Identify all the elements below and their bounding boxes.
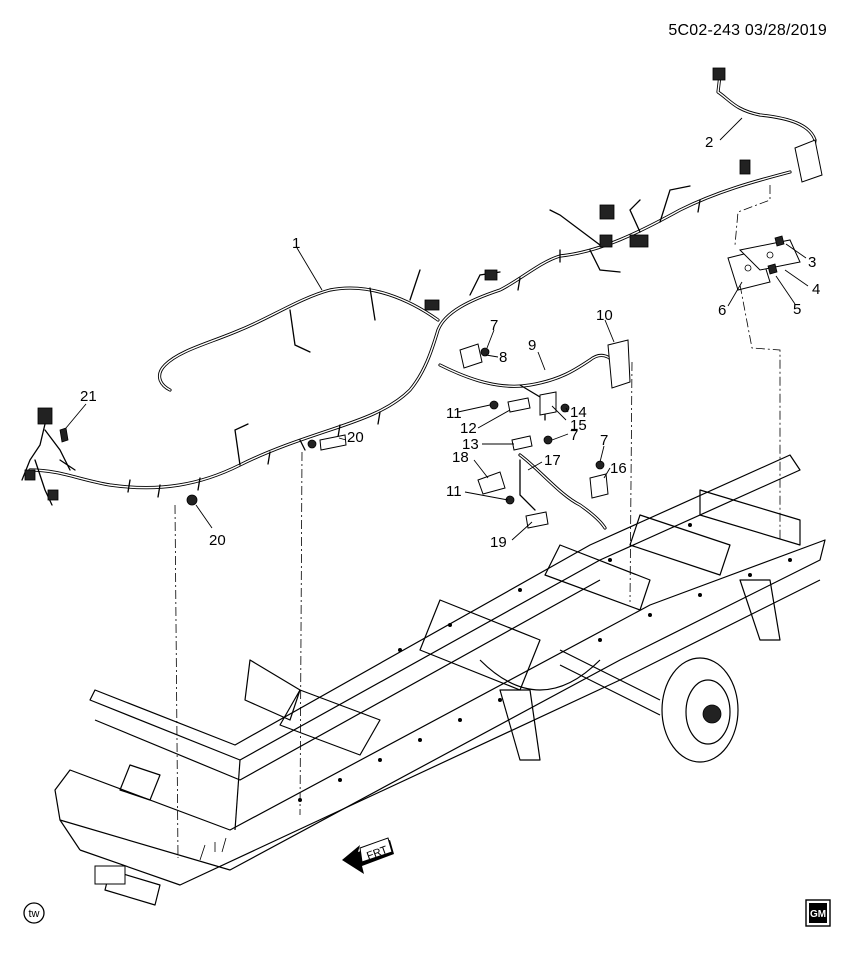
callout-4: 4 [812, 281, 820, 298]
leader-lines [65, 117, 809, 541]
callout-10: 10 [596, 307, 613, 324]
callout-7c: 7 [600, 432, 608, 449]
tw-badge: tw [23, 902, 45, 924]
callout-12: 12 [460, 420, 477, 437]
callout-numbers: 1 2 3 4 5 6 7 8 9 10 11 12 13 14 15 7 7 … [80, 134, 820, 551]
callout-7a: 7 [490, 317, 498, 334]
callout-21: 21 [80, 388, 97, 405]
callout-20b: 20 [347, 429, 364, 446]
callout-16: 16 [610, 460, 627, 477]
callout-5: 5 [793, 301, 801, 318]
reference-code: 5C02-243 03/28/2019 [668, 22, 827, 39]
callout-11b: 11 [446, 483, 462, 500]
callout-13: 13 [462, 436, 479, 453]
fasteners [59, 427, 347, 506]
callout-6: 6 [718, 302, 726, 319]
callout-18: 18 [452, 449, 469, 466]
callout-2: 2 [705, 134, 713, 151]
chassis-frame [54, 454, 826, 906]
callout-8: 8 [499, 349, 507, 366]
sub-harness-assembly [438, 339, 631, 530]
callout-11a: 11 [446, 405, 462, 422]
gm-logo: GM [805, 899, 831, 927]
callout-9: 9 [528, 337, 536, 354]
callout-19: 19 [490, 534, 507, 551]
tw-badge-label: tw [29, 908, 40, 920]
main-wiring-harness [21, 159, 792, 506]
callout-20a: 20 [209, 532, 226, 549]
callout-1: 1 [292, 235, 300, 252]
alignment-lines [174, 185, 781, 859]
gm-logo-text: GM [810, 909, 826, 920]
callout-17: 17 [544, 452, 561, 469]
front-direction-arrow: FRT [342, 837, 394, 874]
rear-jumper-harness [712, 67, 823, 183]
callout-7b: 7 [570, 427, 578, 444]
callout-14: 14 [570, 404, 587, 421]
callout-3: 3 [808, 254, 816, 271]
callout-15: 15 [570, 417, 587, 434]
bracket-assembly-6 [727, 235, 801, 291]
